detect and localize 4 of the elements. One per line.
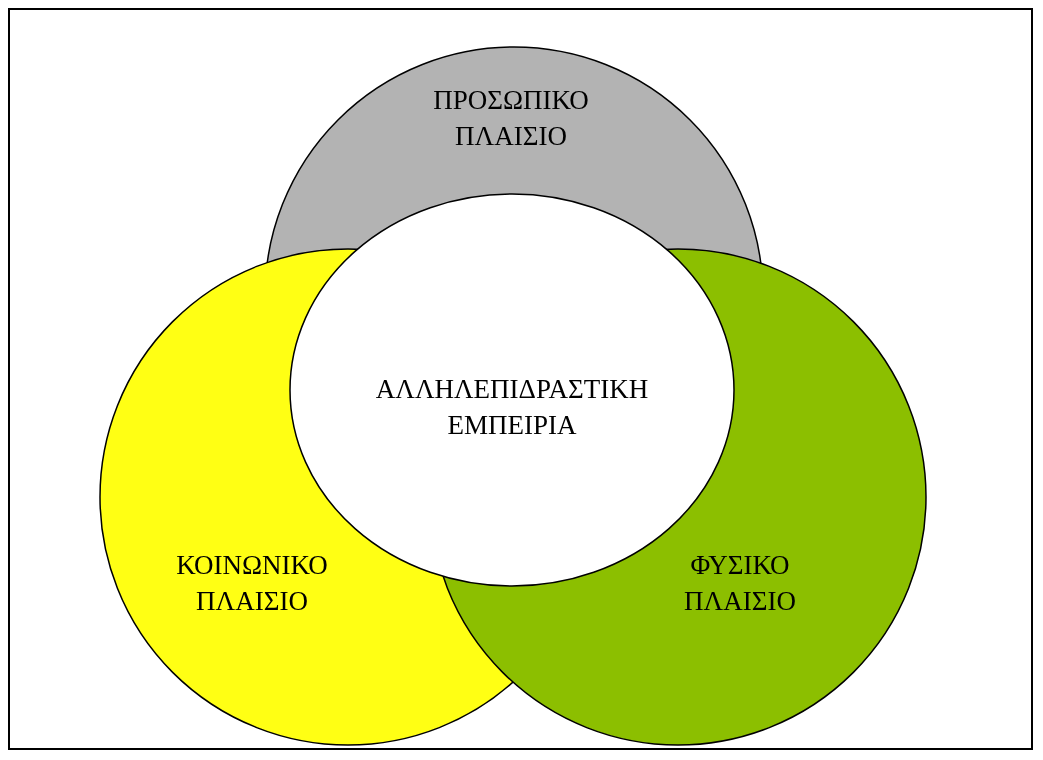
circle-label: ΦΥΣΙΚΟ ΠΛΑΙΣΙΟ [660, 547, 820, 619]
circle-label: ΠΡΟΣΩΠΙΚΟ ΠΛΑΙΣΙΟ [396, 82, 626, 154]
circle-label: ΚΟΙΝΩΝΙΚΟ ΠΛΑΙΣΙΟ [147, 547, 357, 619]
circle-label: ΑΛΛΗΛΕΠΙΔΡΑΣΤΙΚΗ ΕΜΠΕΙΡΙΑ [332, 371, 692, 443]
